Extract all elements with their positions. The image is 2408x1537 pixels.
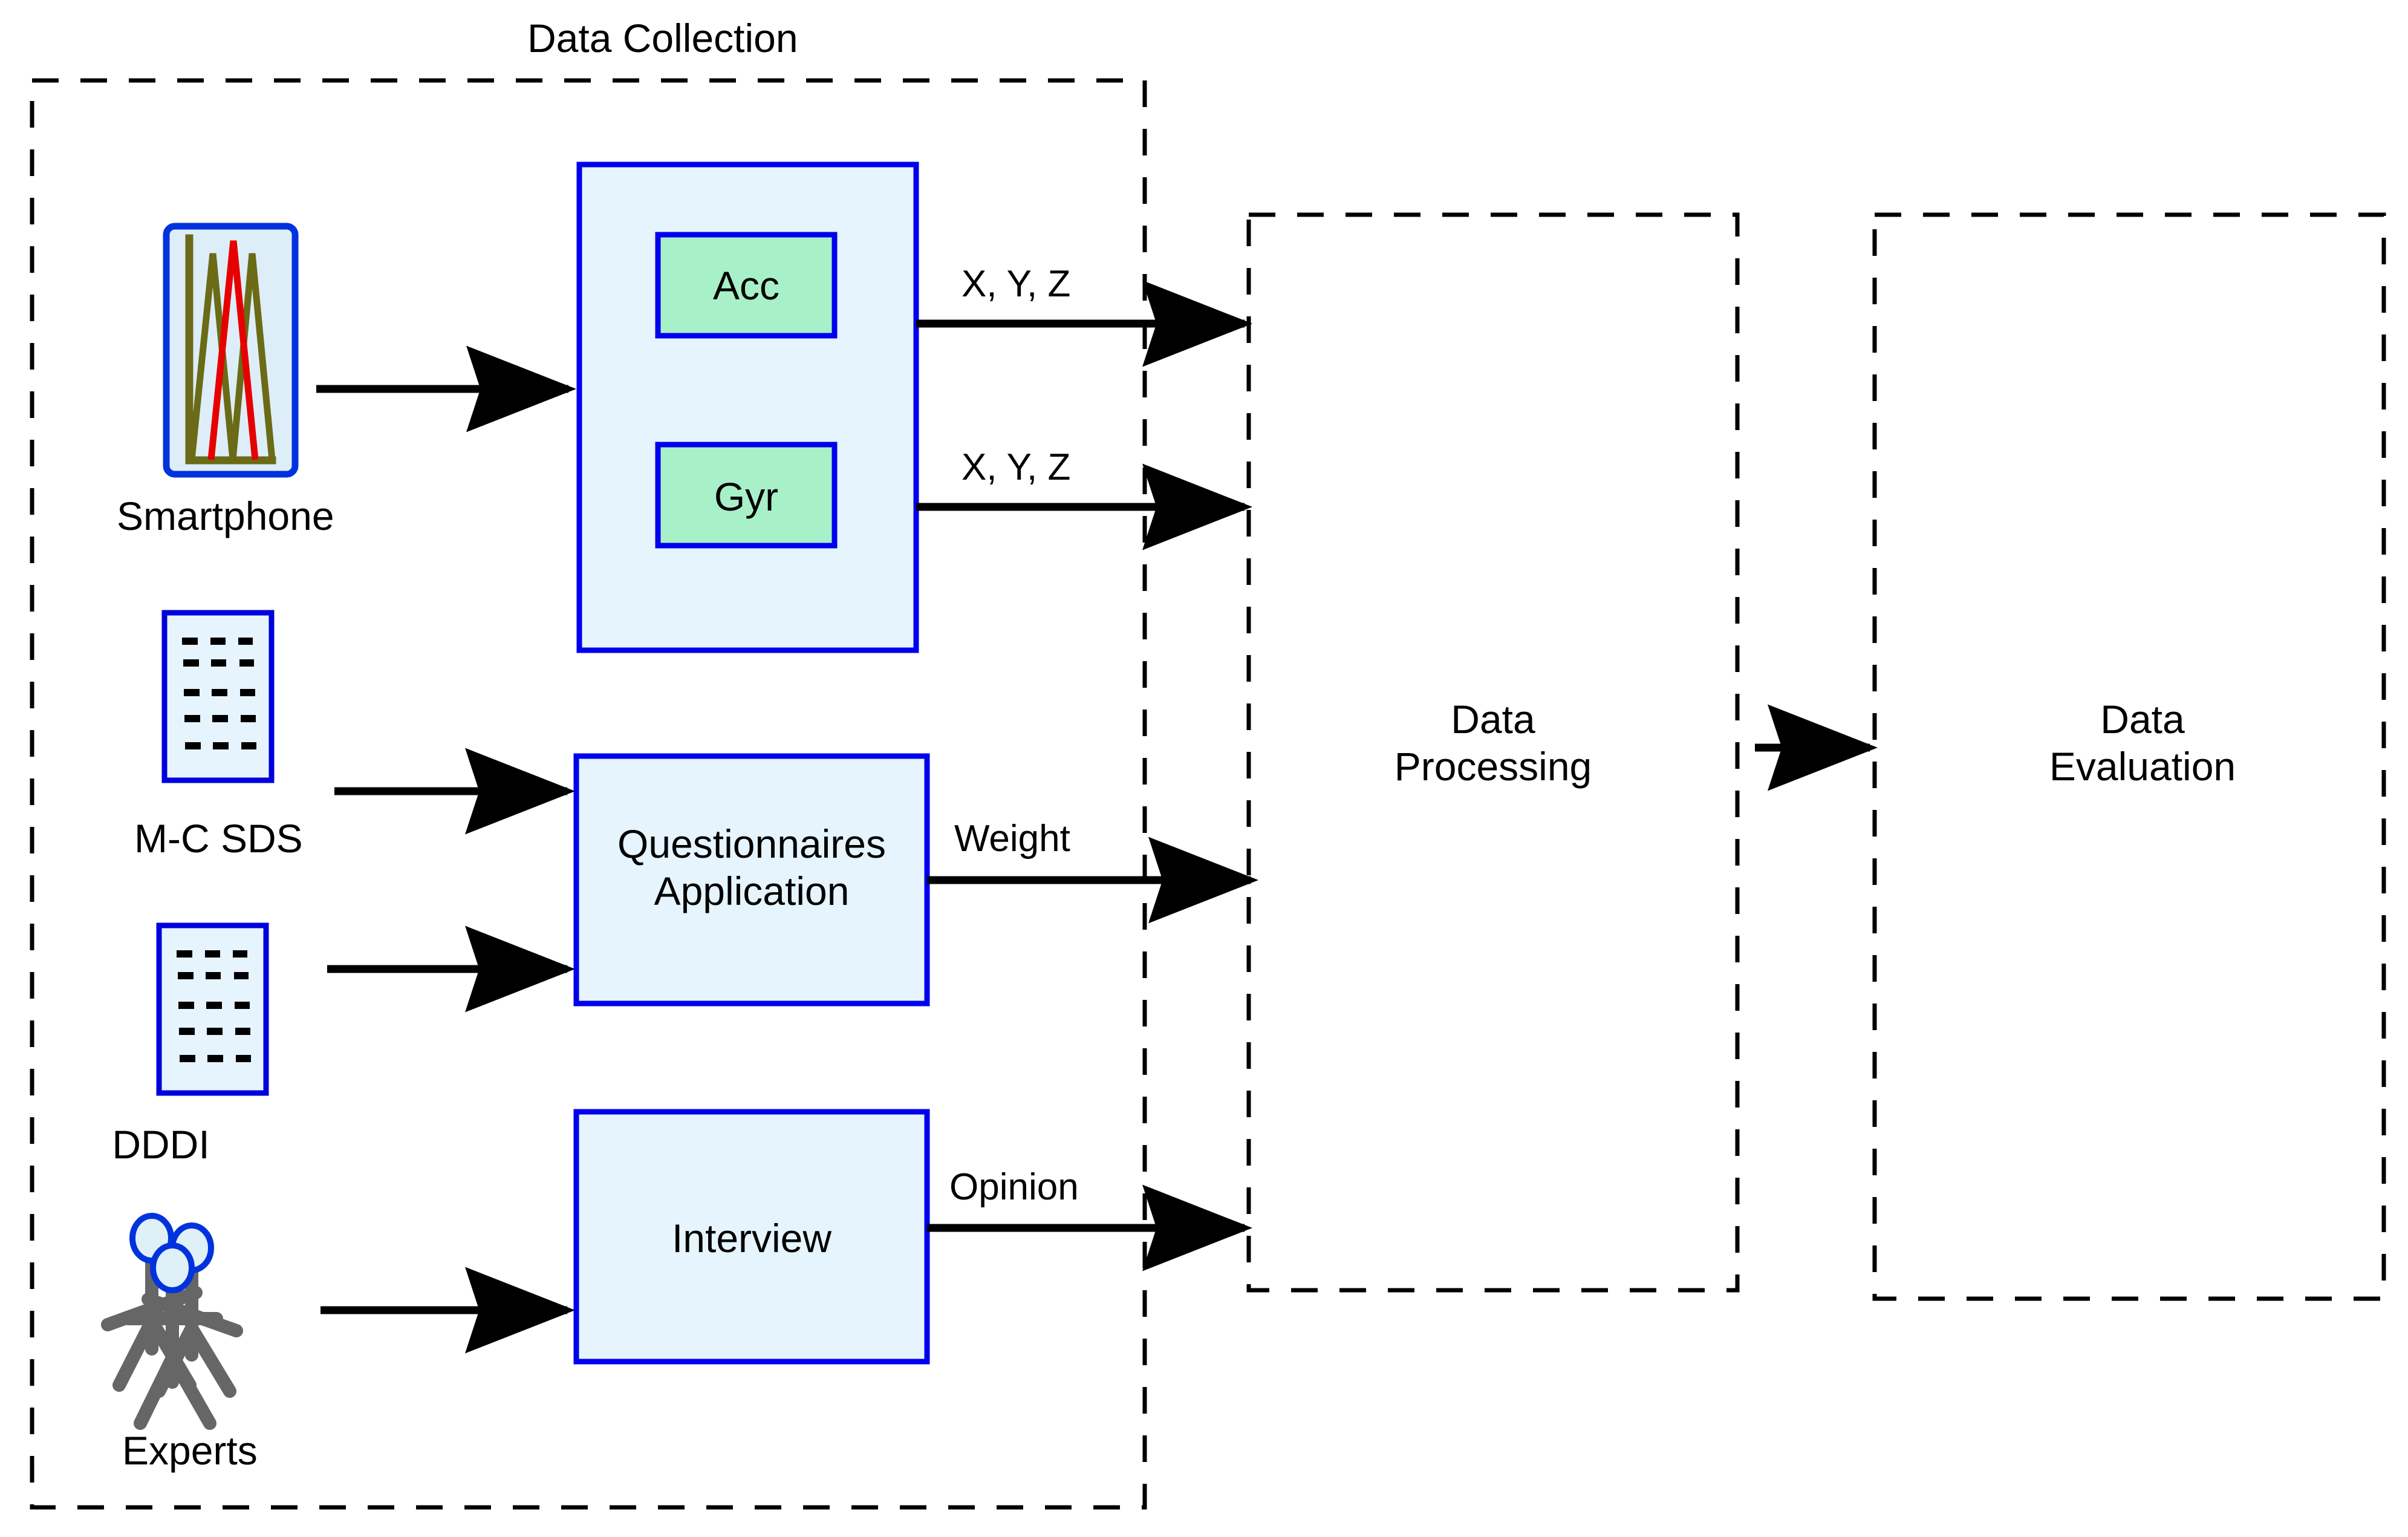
gyr-label: Gyr: [714, 474, 778, 519]
data-evaluation-label-line2: Evaluation: [2049, 744, 2236, 789]
mcsds-document-lines: [182, 638, 256, 749]
people-group-icon: [101, 1213, 243, 1430]
interview-label: Interview: [672, 1216, 831, 1261]
node-interview[interactable]: Interview: [573, 1109, 930, 1365]
dddi-document-lines: [177, 950, 251, 1062]
gyr-rect[interactable]: [655, 442, 838, 549]
mc-sds-label: M-C SDS: [134, 816, 303, 861]
data-collection-title: Data Collection: [527, 16, 798, 60]
data-processing-label-line1: Data: [1451, 697, 1535, 742]
node-gyr[interactable]: Gyr: [655, 442, 838, 549]
questionnaires-application-label-line1: Questionnaires: [617, 821, 886, 866]
experts-label: Experts: [122, 1428, 258, 1473]
data-evaluation-boundary: [1872, 212, 2386, 1301]
phone-chart-line-red: [207, 240, 259, 460]
questionnaires-application-rect[interactable]: [573, 753, 930, 1007]
data-processing-boundary: [1246, 212, 1740, 1293]
acc-label: Acc: [713, 263, 779, 308]
phone-chart-axis: [185, 234, 276, 465]
questionnaire-document-icon-mcsds: [161, 610, 275, 783]
edge-label-acc-signal: X, Y, Z: [962, 263, 1070, 305]
group-data-collection: Data Collection: [30, 16, 1147, 1510]
node-acc[interactable]: Acc: [655, 232, 838, 339]
dddi-label: DDDI: [112, 1122, 209, 1167]
group-data-processing: Data Processing: [1246, 212, 1740, 1293]
smartphone-label: Smartphone: [117, 494, 334, 538]
edge-label-gyr-signal: X, Y, Z: [962, 446, 1070, 488]
edge-label-opinion: Opinion: [949, 1166, 1079, 1208]
node-questionnaires-application[interactable]: Questionnaires Application: [573, 753, 930, 1007]
interview-rect[interactable]: [573, 1109, 930, 1365]
phone-chart-line-olive: [188, 253, 276, 460]
person-center: [122, 1242, 223, 1430]
questionnaires-application-label-line2: Application: [654, 869, 850, 913]
data-processing-label-line2: Processing: [1394, 744, 1592, 789]
group-data-evaluation: Data Evaluation: [1872, 212, 2386, 1301]
data-collection-boundary: [30, 78, 1147, 1510]
questionnaire-document-icon-dddi: [156, 922, 269, 1096]
data-evaluation-label-line1: Data: [2100, 697, 2185, 742]
edge-label-weight: Weight: [954, 818, 1070, 860]
smartphone-chart-icon: [163, 223, 299, 478]
acc-rect[interactable]: [655, 232, 838, 339]
